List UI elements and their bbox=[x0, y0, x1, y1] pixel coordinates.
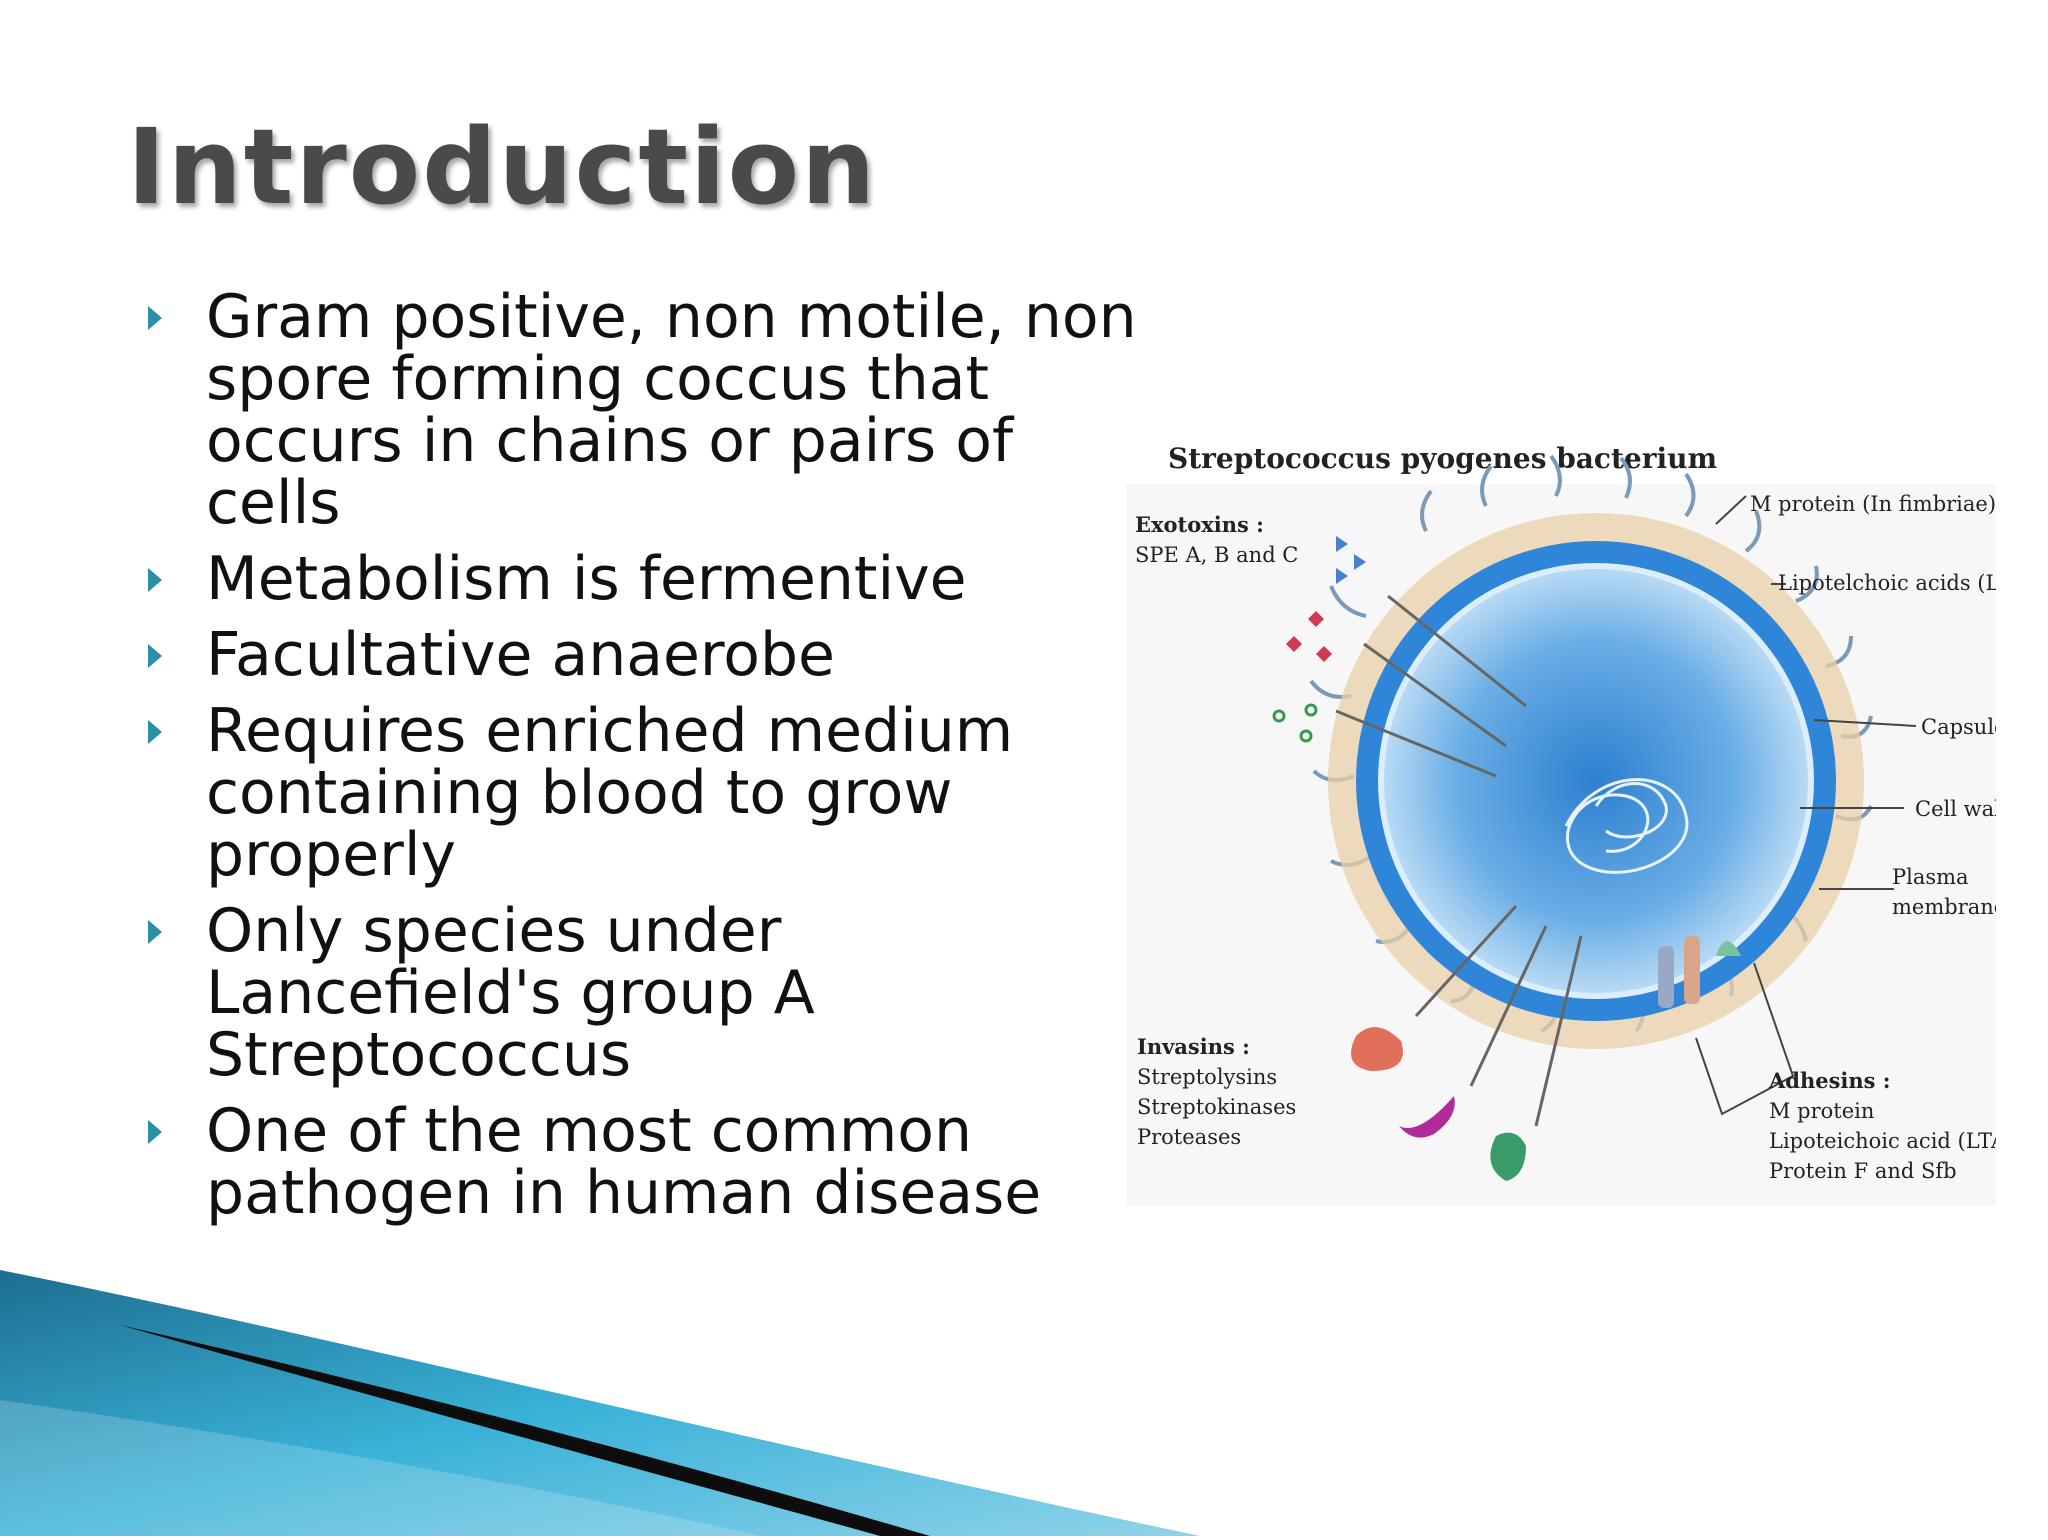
bullet-text: Metabolism is fermentive bbox=[206, 544, 967, 614]
bullet-item: Facultative anaerobe bbox=[148, 624, 1138, 686]
bullet-item: One of the most common pathogen in human… bbox=[148, 1100, 1138, 1224]
cytoplasm bbox=[1384, 569, 1808, 993]
label-cell-wall: Cell wall bbox=[1915, 797, 1996, 821]
bullet-text: Facultative anaerobe bbox=[206, 620, 835, 690]
bullet-text: Requires enriched medium containing bloo… bbox=[206, 696, 1014, 890]
nucleoid bbox=[1564, 778, 1689, 874]
secretion-arrows bbox=[1335, 594, 1583, 1127]
bullet-arrow-icon bbox=[148, 920, 162, 944]
bullet-item: Gram positive, non motile, non spore for… bbox=[148, 286, 1138, 534]
adhesins-item: M protein bbox=[1769, 1099, 1874, 1123]
label-capsule: Capsule bbox=[1921, 715, 1996, 739]
bullet-item: Only species under Lancefield's group A … bbox=[148, 900, 1138, 1086]
adhesins-heading: Adhesins : bbox=[1768, 1068, 1891, 1093]
bullet-text: Only species under Lancefield's group A … bbox=[206, 896, 815, 1090]
bullet-list: Gram positive, non motile, non spore for… bbox=[148, 286, 1138, 1238]
exotoxin-shapes bbox=[1272, 536, 1366, 743]
corner-swoosh bbox=[0, 1270, 1200, 1536]
diagram-title: Streptococcus pyogenes bacterium bbox=[1168, 442, 1717, 475]
label-plasma-line2: membrane bbox=[1892, 895, 1996, 919]
bullet-arrow-icon bbox=[148, 644, 162, 668]
invasins-item: Streptolysins bbox=[1137, 1065, 1277, 1089]
label-m-protein: M protein (In fimbriae) bbox=[1750, 492, 1996, 516]
bullet-arrow-icon bbox=[148, 720, 162, 744]
label-leaders bbox=[1695, 495, 1917, 1116]
bullet-text: Gram positive, non motile, non spore for… bbox=[206, 282, 1137, 538]
label-lta: Lipotelchoic acids (LTA) bbox=[1778, 571, 1996, 595]
bullet-item: Metabolism is fermentive bbox=[148, 548, 1138, 610]
exotoxins-items: SPE A, B and C bbox=[1135, 543, 1298, 567]
invasins-heading: Invasins : bbox=[1137, 1034, 1250, 1059]
bullet-arrow-icon bbox=[148, 306, 162, 330]
bullet-arrow-icon bbox=[148, 568, 162, 592]
adhesin-shapes bbox=[1658, 936, 1741, 1008]
adhesins-item: Lipoteichoic acid (LTA) bbox=[1769, 1129, 1996, 1153]
exotoxins-heading: Exotoxins : bbox=[1135, 512, 1264, 537]
bullet-text: One of the most common pathogen in human… bbox=[206, 1096, 1042, 1228]
adhesins-item: Protein F and Sfb bbox=[1769, 1159, 1957, 1183]
label-plasma-line1: Plasma bbox=[1892, 865, 1969, 889]
invasins-item: Streptokinases bbox=[1137, 1095, 1296, 1119]
bullet-item: Requires enriched medium containing bloo… bbox=[148, 700, 1138, 886]
bacterium-diagram: Streptococcus pyogenes bacterium bbox=[1126, 436, 1996, 1206]
invasins-item: Proteases bbox=[1137, 1125, 1241, 1149]
bullet-arrow-icon bbox=[148, 1120, 162, 1144]
slide-title: Introduction bbox=[127, 106, 878, 228]
invasin-shapes bbox=[1351, 1027, 1526, 1181]
